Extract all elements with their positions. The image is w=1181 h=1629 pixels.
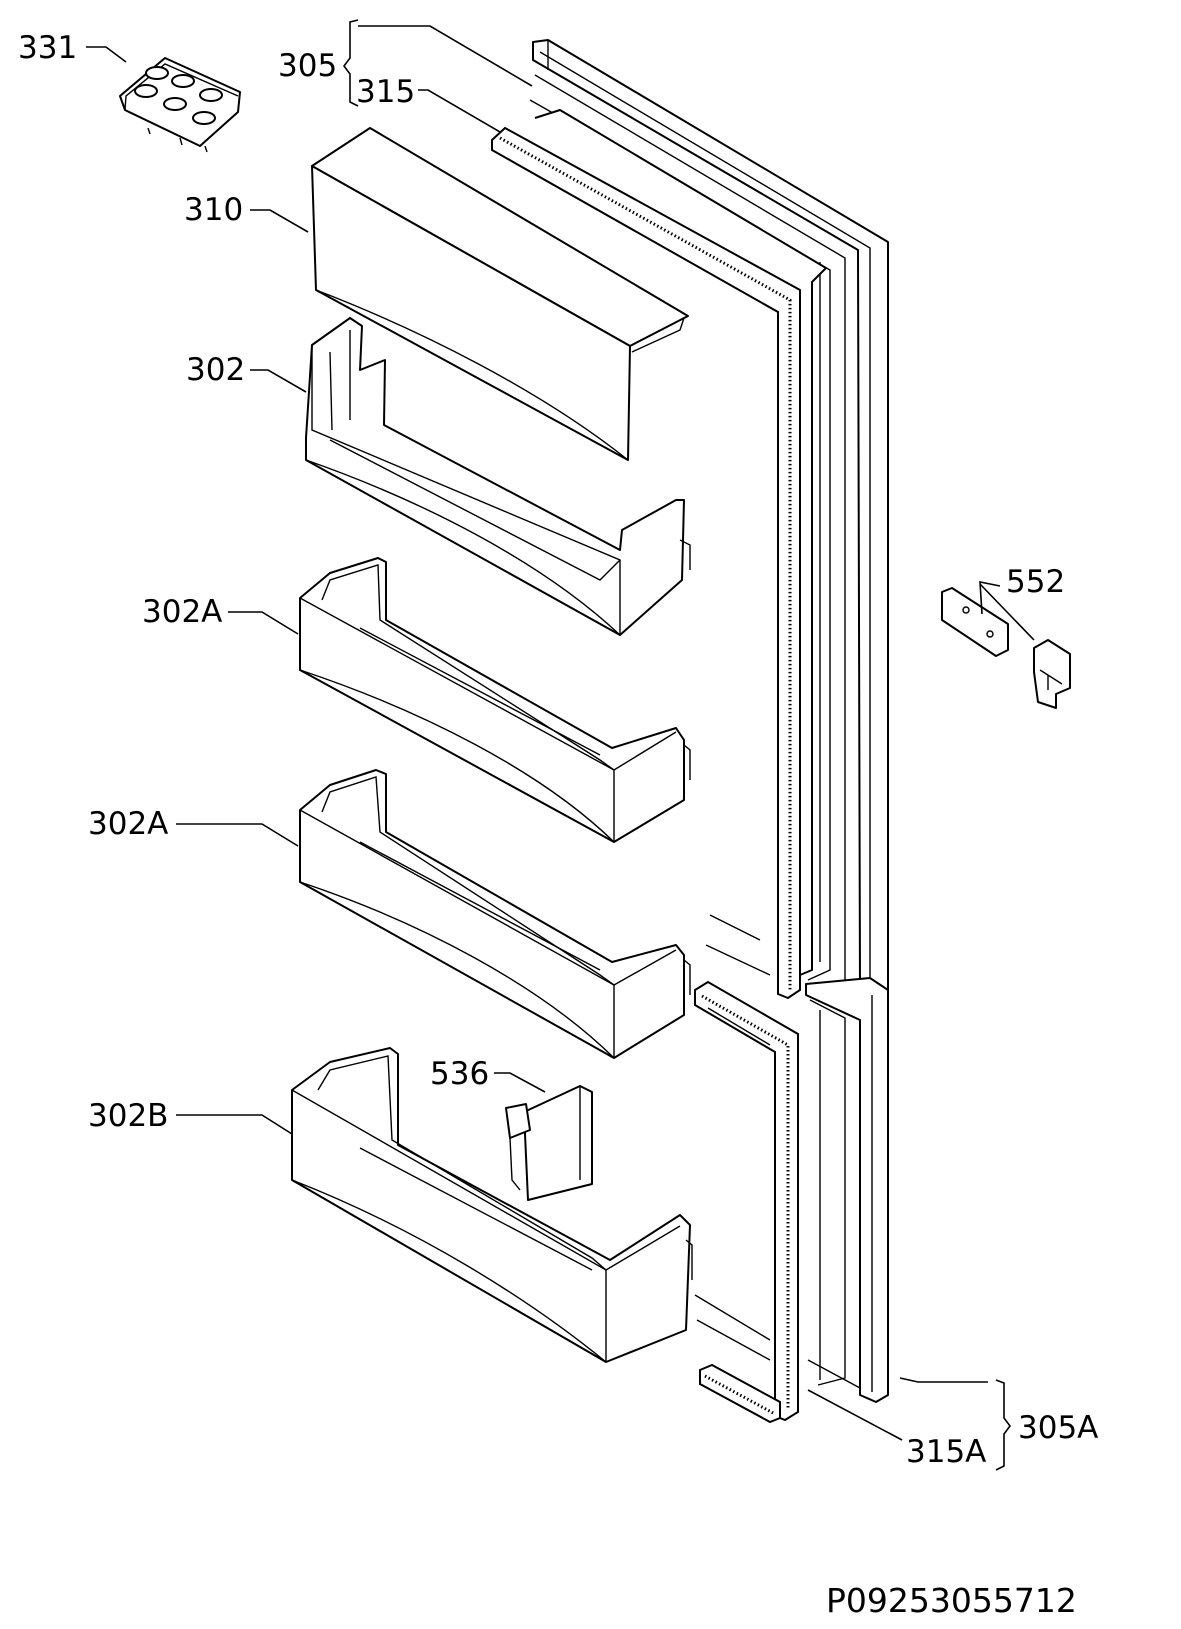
bottle-retainer-536 (505, 1085, 593, 1201)
label-302a-2: 302A (88, 806, 168, 842)
leader-305a (899, 1377, 988, 1383)
leader-536 (494, 1072, 546, 1093)
leader-302a-2 (176, 823, 299, 847)
label-536: 536 (430, 1056, 489, 1092)
door-shelf-302a-2 (299, 769, 691, 1059)
shelf-cover-310 (311, 127, 689, 461)
label-305a: 305A (1018, 1410, 1098, 1446)
label-302: 302 (186, 352, 245, 388)
leader-552 (979, 581, 1035, 641)
hinge-552 (941, 587, 1071, 709)
drawing-code: P09253055712 (826, 1581, 1077, 1620)
lower-door-305a (694, 977, 889, 1424)
label-315: 315 (356, 74, 415, 110)
door-shelf-302a-1 (299, 557, 691, 843)
egg-tray-331 (119, 57, 241, 153)
bracket-305-315 (343, 19, 359, 107)
label-331: 331 (18, 30, 77, 66)
door-shelf-302 (305, 317, 691, 636)
leader-302a-1 (228, 611, 299, 635)
bracket-305a-315a (995, 1379, 1011, 1471)
label-310: 310 (184, 192, 243, 228)
leader-305 (358, 25, 533, 87)
label-302a-1: 302A (142, 594, 222, 630)
label-302b: 302B (88, 1098, 168, 1134)
leader-302 (250, 369, 307, 393)
leader-331 (86, 46, 127, 63)
leader-302b (176, 1114, 293, 1135)
door-shelf-302b (291, 1047, 693, 1363)
leader-315a (807, 1389, 903, 1441)
leader-315 (418, 89, 501, 133)
label-305: 305 (278, 48, 337, 84)
label-315a: 315A (906, 1434, 986, 1470)
label-552: 552 (1006, 564, 1065, 600)
leader-310 (250, 209, 309, 233)
